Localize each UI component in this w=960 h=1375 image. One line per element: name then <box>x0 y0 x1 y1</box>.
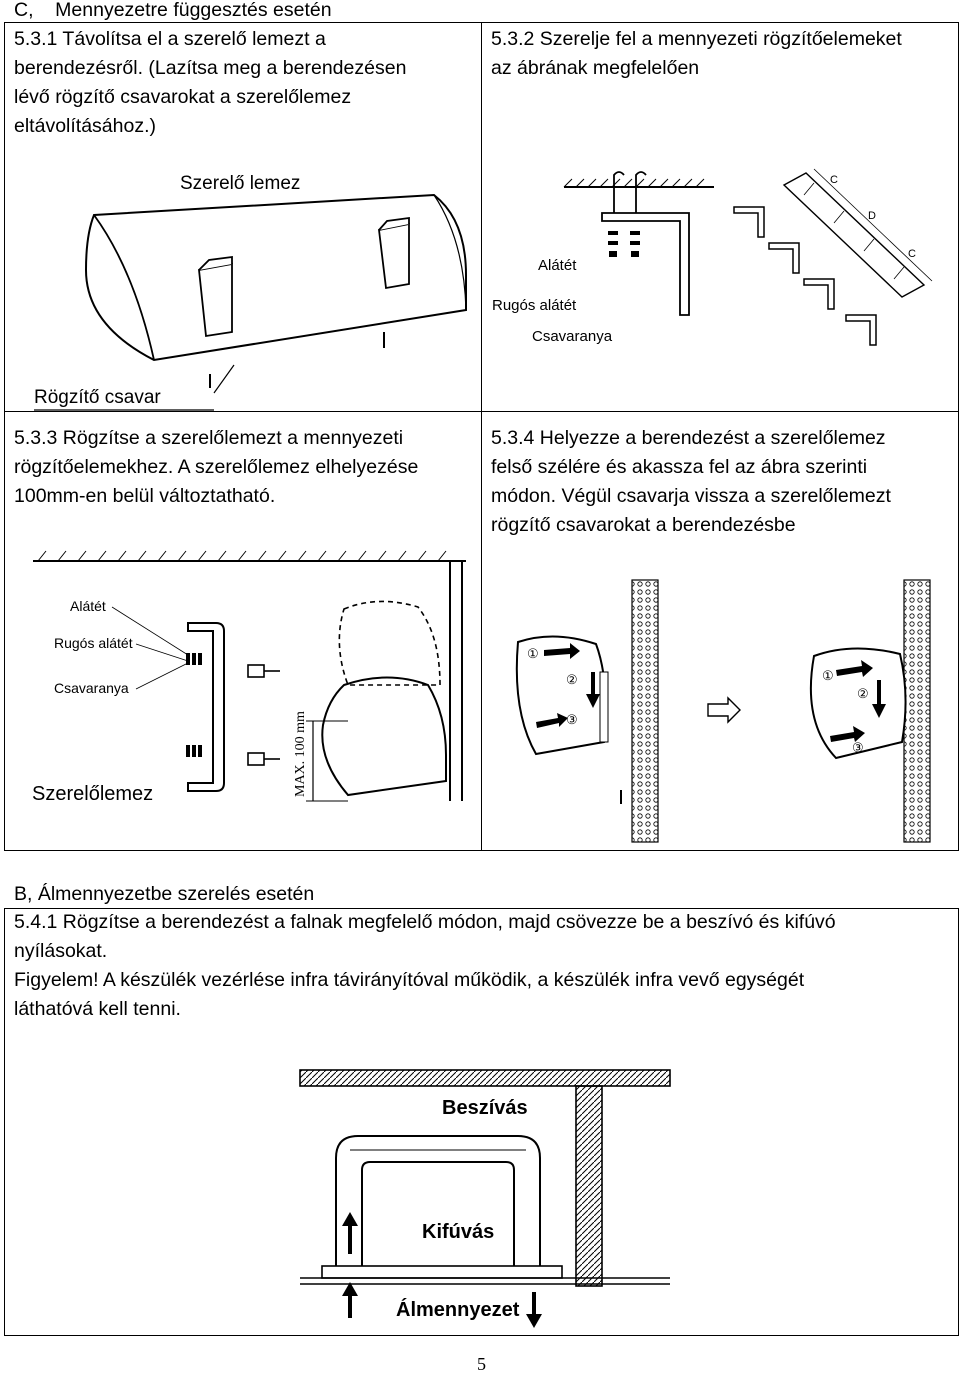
cell-step-541 <box>4 908 959 1336</box>
nut-label: Csavaranya <box>54 680 129 696</box>
step-541-line: nyílásokat. <box>14 940 108 962</box>
step-532-line: 5.3.2 Szerelje fel a mennyezeti rögzítőe… <box>491 28 902 50</box>
step-532-line: az ábrának megfelelően <box>491 57 700 79</box>
step-541-line: láthatóvá kell tenni. <box>14 998 181 1020</box>
max-label: MAX. 100 mm <box>293 711 308 797</box>
step-534-line: 5.3.4 Helyezze a berendezést a szerelőle… <box>491 427 886 449</box>
step-533-line: rögzítőelemekhez. A szerelőlemez elhelye… <box>14 456 419 478</box>
step-531-line: lévő rögzítő csavarokat a szerelőlemez <box>14 86 352 108</box>
step-533-text: 5.3.3 Rögzítse a szerelőlemezt a mennyez… <box>14 424 418 511</box>
spring-washer-label: Rugós alátét <box>492 297 577 314</box>
step-531-line: berendezésről. (Lazítsa meg a berendezés… <box>14 57 407 79</box>
nut-label: Csavaranya <box>532 328 613 345</box>
ceiling-label: Álmennyezet <box>396 1298 520 1321</box>
step-541-line: Figyelem! A készülék vezérlése infra táv… <box>14 969 805 991</box>
step-541-line: 5.4.1 Rögzítse a berendezést a falnak me… <box>14 911 836 933</box>
page-number: 5 <box>477 1354 486 1374</box>
washer-label: Alátét <box>70 598 106 614</box>
step-534-line: rögzítő csavarokat a berendezésbe <box>491 514 796 536</box>
spring-washer-label: Rugós alátét <box>54 635 133 651</box>
step-marker: ③ <box>852 740 864 755</box>
outlet-label: Kifúvás <box>422 1221 494 1243</box>
figure-hang-unit: ① ② ③ ① ② ③ <box>515 579 931 843</box>
step-531-text: 5.3.1 Távolítsa el a szerelő lemezt a be… <box>14 25 406 141</box>
plate-label: Szerelőlemez <box>32 783 153 805</box>
dim-label: C <box>908 248 916 260</box>
step-534-text: 5.3.4 Helyezze a berendezést a szerelőle… <box>491 424 891 540</box>
step-531-line: 5.3.1 Távolítsa el a szerelő lemezt a <box>14 28 326 50</box>
washer-label: Alátét <box>538 257 577 274</box>
step-marker: ① <box>527 646 539 661</box>
plate-label: Szerelő lemez <box>180 173 300 194</box>
intake-label: Beszívás <box>442 1097 528 1119</box>
step-marker: ② <box>566 672 578 687</box>
screw-label: Rögzítő csavar <box>34 387 161 408</box>
step-marker: ① <box>822 668 834 683</box>
cell-step-534 <box>481 411 959 851</box>
step-534-line: felső szélére és akassza fel az ábra sze… <box>491 456 868 478</box>
figure-plate-fixing: MAX. 100 mm Alátét Rugós alátét Csavaran… <box>32 550 466 805</box>
step-534-line: módon. Végül csavarja vissza a szerelőle… <box>491 485 891 507</box>
section-c-heading: C, Mennyezetre függesztés esetén <box>14 0 332 21</box>
figure-false-ceiling: Beszívás Kifúvás Álmennyezet <box>299 1069 671 1328</box>
step-541-text: 5.4.1 Rögzítse a berendezést a falnak me… <box>14 908 836 1024</box>
step-532-text: 5.3.2 Szerelje fel a mennyezeti rögzítőe… <box>491 25 902 83</box>
dim-label: C <box>830 174 838 186</box>
step-533-line: 100mm-en belül változtatható. <box>14 485 276 507</box>
figure-remove-plate: Szerelő lemez Rögzítő csavar <box>34 173 467 411</box>
step-533-line: 5.3.3 Rögzítse a szerelőlemezt a mennyez… <box>14 427 404 449</box>
dim-label: D <box>868 210 876 222</box>
step-marker: ③ <box>566 712 578 727</box>
step-marker: ② <box>857 686 869 701</box>
figure-ceiling-fixings: Alátét Rugós alátét Csavaranya C D C <box>492 168 933 346</box>
step-531-line: eltávolításához.) <box>14 115 156 137</box>
section-b-heading: B, Álmennyezetbe szerelés esetén <box>14 883 315 905</box>
